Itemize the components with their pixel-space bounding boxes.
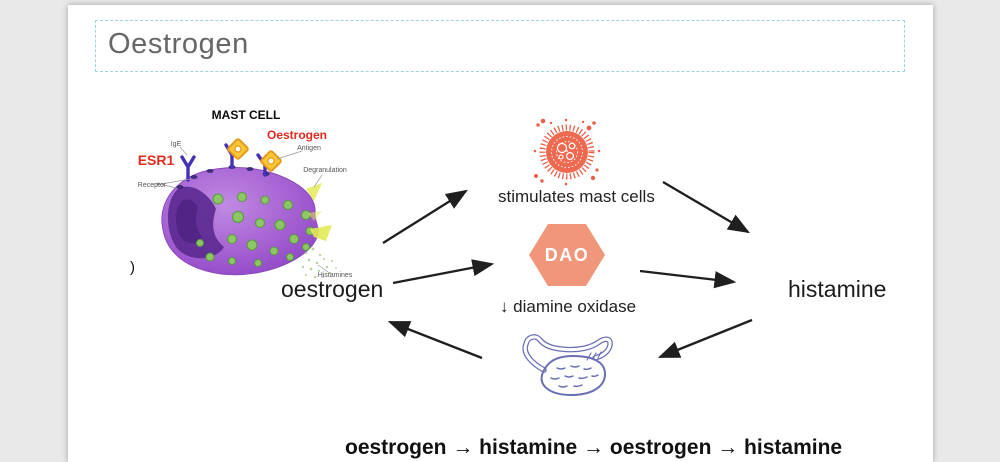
ige-label: IgE <box>171 141 182 148</box>
footer-chain-text[interactable]: oestrogen → histamine → oestrogen → hist… <box>345 436 843 459</box>
oestrogen-red-label: Oestrogen <box>267 128 327 142</box>
arrow-oestrogen-to-mast-cells <box>382 189 468 244</box>
dao-badge-text: DAO <box>544 244 590 265</box>
label-leader-lines <box>155 146 329 273</box>
arrow-dao-to-histamine <box>639 269 737 289</box>
receptor-label: Receptor <box>138 182 167 189</box>
gut-icon-graphic <box>522 334 613 397</box>
mast-cell-heading: MAST CELL <box>212 108 281 122</box>
mast-cell-icon[interactable] <box>533 118 601 186</box>
mast-cell-icon-graphic <box>533 118 601 186</box>
arrow-oestrogen-to-dao <box>392 259 495 285</box>
arrow-mast-cells-to-histamine <box>662 181 750 234</box>
stimulates-mast-cells-caption[interactable]: stimulates mast cells <box>498 187 655 206</box>
degranulation-label: Degranulation <box>303 167 347 174</box>
mast-cell-illustration[interactable]: MAST CELL Oestrogen ESR1 IgE Antigen Rec… <box>110 97 365 287</box>
diamine-oxidase-caption[interactable]: ↓ diamine oxidase <box>499 297 637 316</box>
slide-title[interactable]: Oestrogen <box>108 28 249 60</box>
histamine-node-label[interactable]: histamine <box>788 276 887 302</box>
slide-canvas[interactable]: Oestrogen <box>68 5 933 462</box>
degranulation-spray <box>306 183 332 241</box>
antigen-diamond-icons <box>227 138 282 172</box>
esr1-label: ESR1 <box>138 152 175 168</box>
antigen-label: Antigen <box>297 145 321 152</box>
gut-icon[interactable] <box>513 328 627 400</box>
arrow-histamine-to-gut <box>657 318 753 359</box>
arrow-gut-to-oestrogen <box>387 320 483 360</box>
mast-cell-granules <box>196 192 315 267</box>
title-placeholder-box[interactable]: Oestrogen <box>95 20 905 72</box>
paren-fragment: ) <box>130 259 135 276</box>
oestrogen-node-label[interactable]: oestrogen <box>281 276 384 302</box>
histamine-speckles <box>301 247 337 279</box>
dao-hexagon[interactable]: DAO <box>529 224 605 286</box>
histamines-label: Histamines <box>318 272 353 279</box>
